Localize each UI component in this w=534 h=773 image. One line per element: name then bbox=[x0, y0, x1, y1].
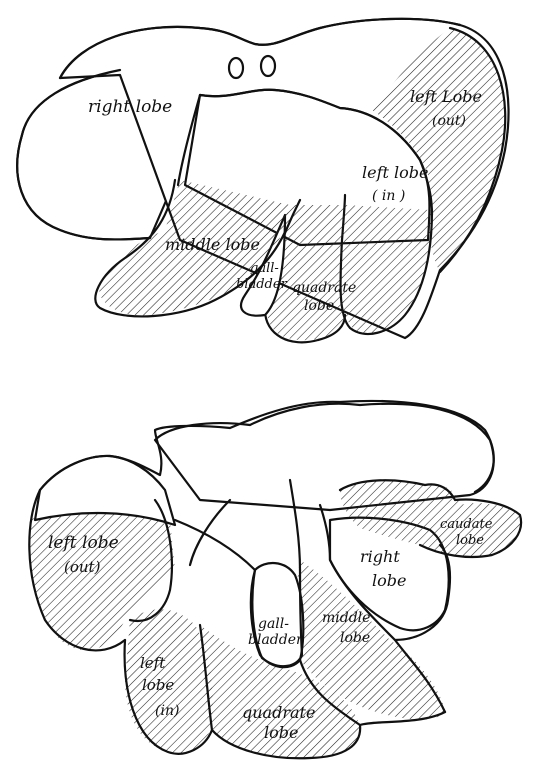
upper-right-lobe-label: right lobe bbox=[88, 97, 172, 117]
lower-middle-lobe-label-1: middle bbox=[322, 610, 370, 626]
lower-left-lobe-in-label-1: left bbox=[140, 654, 166, 672]
upper-liver-view: right lobe left Lobe (out) left lobe ( i… bbox=[17, 19, 508, 343]
lower-liver-view: left lobe (out) caudate lobe right lobe … bbox=[29, 401, 522, 758]
upper-quadrate-lobe-label-2: lobe bbox=[304, 298, 334, 314]
upper-middle-lobe-label: middle lobe bbox=[165, 235, 260, 254]
upper-gallbladder-label-2: bladder bbox=[236, 277, 288, 292]
lower-gallbladder-label-2: bladder bbox=[248, 632, 304, 648]
lower-quadrate-lobe-label-2: lobe bbox=[264, 723, 298, 742]
lower-inner-line-8 bbox=[190, 500, 230, 565]
lower-inner-line-2 bbox=[175, 520, 255, 570]
upper-left-lobe-in-label-2: ( in ) bbox=[372, 188, 405, 204]
upper-left-lobe-out-label-1: left Lobe bbox=[410, 87, 482, 106]
lower-right-lobe-label-1: right bbox=[360, 547, 400, 566]
lower-left-lobe-in-label-3: (in) bbox=[155, 703, 179, 719]
upper-quadrate-lobe-label-1: quadrate bbox=[292, 280, 356, 296]
lower-middle-lobe-label-2: lobe bbox=[340, 630, 370, 646]
lower-left-lobe-out-label-1: left lobe bbox=[48, 533, 119, 553]
upper-gallbladder-label-1: gall- bbox=[250, 261, 279, 276]
lower-left-lobe-out-label-2: (out) bbox=[64, 558, 101, 576]
lower-left-lobe-in-label-2: lobe bbox=[142, 676, 174, 694]
upper-left-lobe-out-label-2: (out) bbox=[432, 113, 466, 129]
lower-quadrate-lobe-label-1: quadrate bbox=[242, 703, 315, 722]
lower-gallbladder-label-1: gall- bbox=[258, 616, 289, 632]
lower-caudate-lobe-label-2: lobe bbox=[456, 533, 484, 548]
lower-right-lobe-label-2: lobe bbox=[372, 571, 406, 590]
lower-caudate-lobe-label-1: caudate bbox=[440, 517, 493, 532]
upper-left-lobe-in-label-1: left lobe bbox=[362, 163, 428, 182]
